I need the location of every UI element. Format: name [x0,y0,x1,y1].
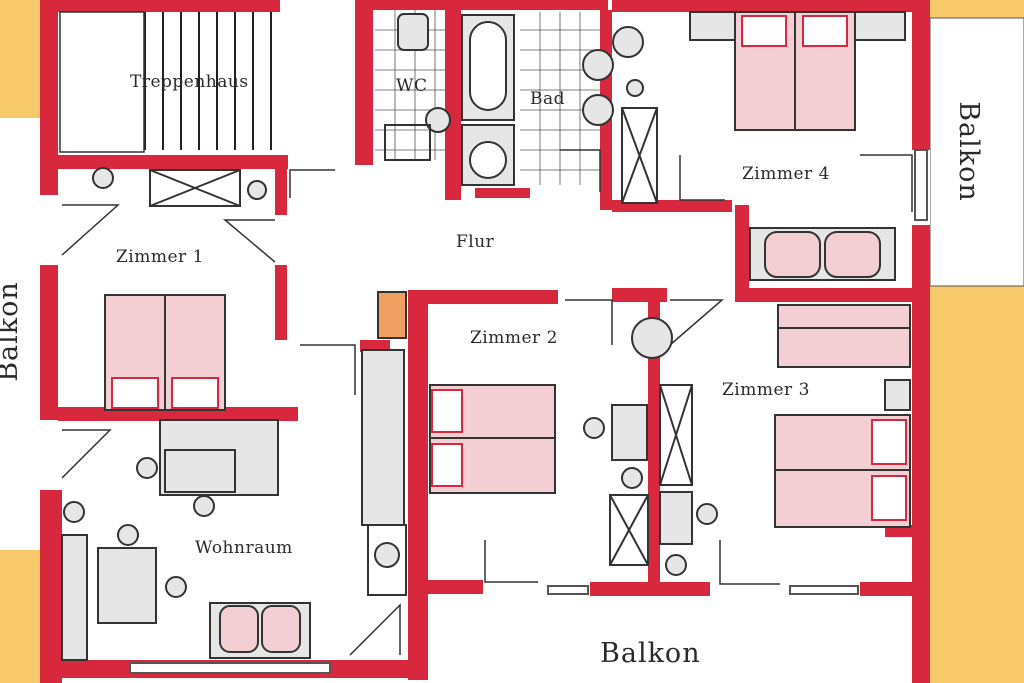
label-flur: Flur [456,232,495,252]
label-balkon-bottom: Balkon [600,638,701,669]
wc-fixtures [384,13,451,161]
door-swings [61,149,913,656]
zimmer4-furniture [621,11,906,281]
windows [129,149,928,674]
label-zimmer-4: Zimmer 4 [742,164,830,184]
balcony-right-area [929,17,1024,287]
label-wohnraum: Wohnraum [195,538,293,558]
stair-landing [59,11,145,153]
label-zimmer-2: Zimmer 2 [470,328,558,348]
label-zimmer-1: Zimmer 1 [116,247,204,267]
label-zimmer-3: Zimmer 3 [722,380,810,400]
stair-treads [144,12,272,150]
label-wc: WC [396,76,428,96]
label-treppenhaus: Treppenhaus [130,72,249,92]
zimmer1-furniture [92,167,267,411]
bathtub [461,14,530,198]
wc-tiles [375,10,450,160]
balcony-left-area [0,118,40,550]
label-balkon-left: Balkon [0,281,24,382]
label-bad: Bad [530,89,566,109]
wohnraum-furniture [61,419,311,661]
flur-closet [361,291,407,596]
zimmer3-furniture [659,304,911,576]
label-balkon-right: Balkon [952,101,984,202]
zimmer2-furniture [429,317,673,566]
bad-sinks [582,26,644,126]
